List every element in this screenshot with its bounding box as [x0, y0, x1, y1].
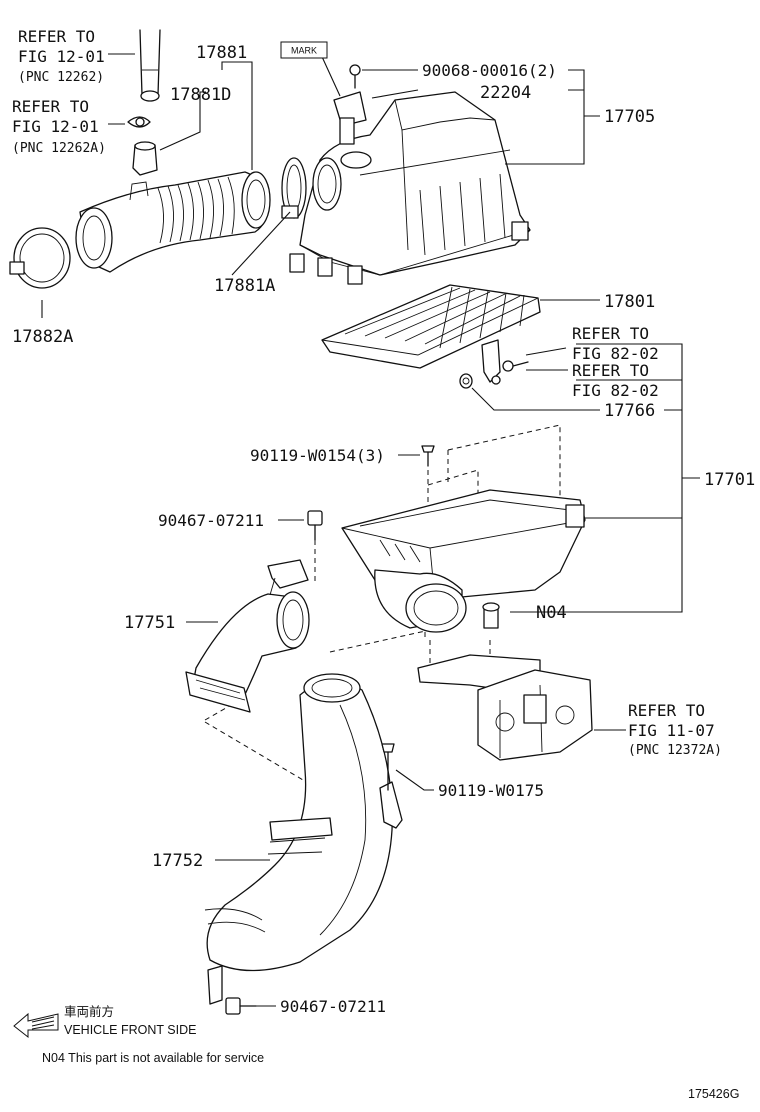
- bolt-90119-W0175-drawing: [381, 743, 395, 791]
- part-label-17882A[interactable]: 17882A: [12, 327, 73, 347]
- ref-fig-82-02-b-line1[interactable]: REFER TO: [572, 361, 649, 380]
- ref-fig-12-01-b-line1[interactable]: REFER TO: [12, 97, 89, 116]
- ref-fig-12-01-a-line1[interactable]: REFER TO: [18, 27, 95, 46]
- part-label-90119-W0175[interactable]: 90119-W0175: [438, 781, 544, 800]
- air-filter-element-17801-drawing: [321, 284, 541, 369]
- part-label-90119-W0154[interactable]: 90119-W0154(3): [250, 446, 385, 465]
- mass-air-flow-sensor-22204-drawing: [333, 91, 367, 145]
- bolt-90119-W0154-drawing: [421, 445, 435, 467]
- n04-service-note: N04 This part is not available for servi…: [42, 1051, 264, 1065]
- mark-box: [280, 41, 328, 59]
- bolt-90467-upper-drawing: [307, 510, 323, 541]
- ref-fig-82-02-a-line2[interactable]: FIG 82-02: [572, 344, 659, 363]
- ref-fig-11-07-line2[interactable]: FIG 11-07: [628, 721, 715, 740]
- ref-fig-82-02-a-line1[interactable]: REFER TO: [572, 324, 649, 343]
- air-cleaner-case-17701-drawing: [341, 489, 586, 633]
- part-label-17705[interactable]: 17705: [604, 107, 655, 127]
- part-label-17766[interactable]: 17766: [604, 401, 655, 421]
- ref-fig-12-01-b-line2[interactable]: FIG 12-01: [12, 117, 99, 136]
- hose-clamp-17882A-drawing: [9, 227, 71, 289]
- part-label-17881[interactable]: 17881: [196, 43, 247, 63]
- leader-lines: [41, 47, 700, 1007]
- part-label-90068-00016[interactable]: 90068-00016(2): [422, 61, 557, 80]
- part-label-17752[interactable]: 17752: [152, 851, 203, 871]
- part-label-17881A[interactable]: 17881A: [214, 276, 275, 296]
- ref-fig-12-01-a-line2[interactable]: FIG 12-01: [18, 47, 105, 66]
- part-label-N04[interactable]: N04: [536, 603, 567, 623]
- ref-fig-12-01-a-pnc: (PNC 12262): [18, 70, 104, 85]
- diagram-id: 175426G: [688, 1087, 739, 1101]
- part-label-90467-07211-upper[interactable]: 90467-07211: [158, 511, 264, 530]
- nipple-17881D: [132, 141, 158, 176]
- ref-fig-11-07-pnc: (PNC 12372A): [628, 743, 722, 758]
- intake-hose-17881-drawing: [75, 171, 271, 273]
- screw-90068-drawing: [349, 64, 361, 89]
- mark-label: MARK: [291, 46, 317, 56]
- clip-drawing: [127, 116, 151, 128]
- vehicle-front-side-jp: 車両前方: [64, 1004, 114, 1019]
- grommet-17766-drawing: [459, 373, 473, 389]
- engine-mount-bracket-drawing: [417, 654, 593, 761]
- bracket-drawing: [481, 339, 529, 385]
- ref-fig-11-07-line1[interactable]: REFER TO: [628, 701, 705, 720]
- grommet-N04-drawing: [482, 602, 500, 629]
- front-direction-arrow-icon: [13, 1012, 59, 1039]
- inlet-duct-17752-drawing: [204, 673, 403, 1005]
- ref-fig-82-02-b-line2[interactable]: FIG 82-02: [572, 381, 659, 400]
- part-label-17801[interactable]: 17801: [604, 292, 655, 312]
- upper-hose-drawing: [139, 29, 161, 102]
- vehicle-front-side-en: VEHICLE FRONT SIDE: [64, 1023, 196, 1037]
- ref-fig-12-01-b-pnc: (PNC 12262A): [12, 141, 106, 156]
- inlet-duct-17751-drawing: [185, 559, 310, 713]
- part-label-17751[interactable]: 17751: [124, 613, 175, 633]
- air-cleaner-cap-17705-drawing: [289, 91, 531, 285]
- part-label-22204[interactable]: 22204: [480, 83, 531, 103]
- part-label-17881D[interactable]: 17881D: [170, 85, 231, 105]
- part-label-17701[interactable]: 17701: [704, 470, 755, 490]
- hose-clamp-17881A-drawing: [281, 157, 307, 219]
- part-label-90467-07211-lower[interactable]: 90467-07211: [280, 997, 386, 1016]
